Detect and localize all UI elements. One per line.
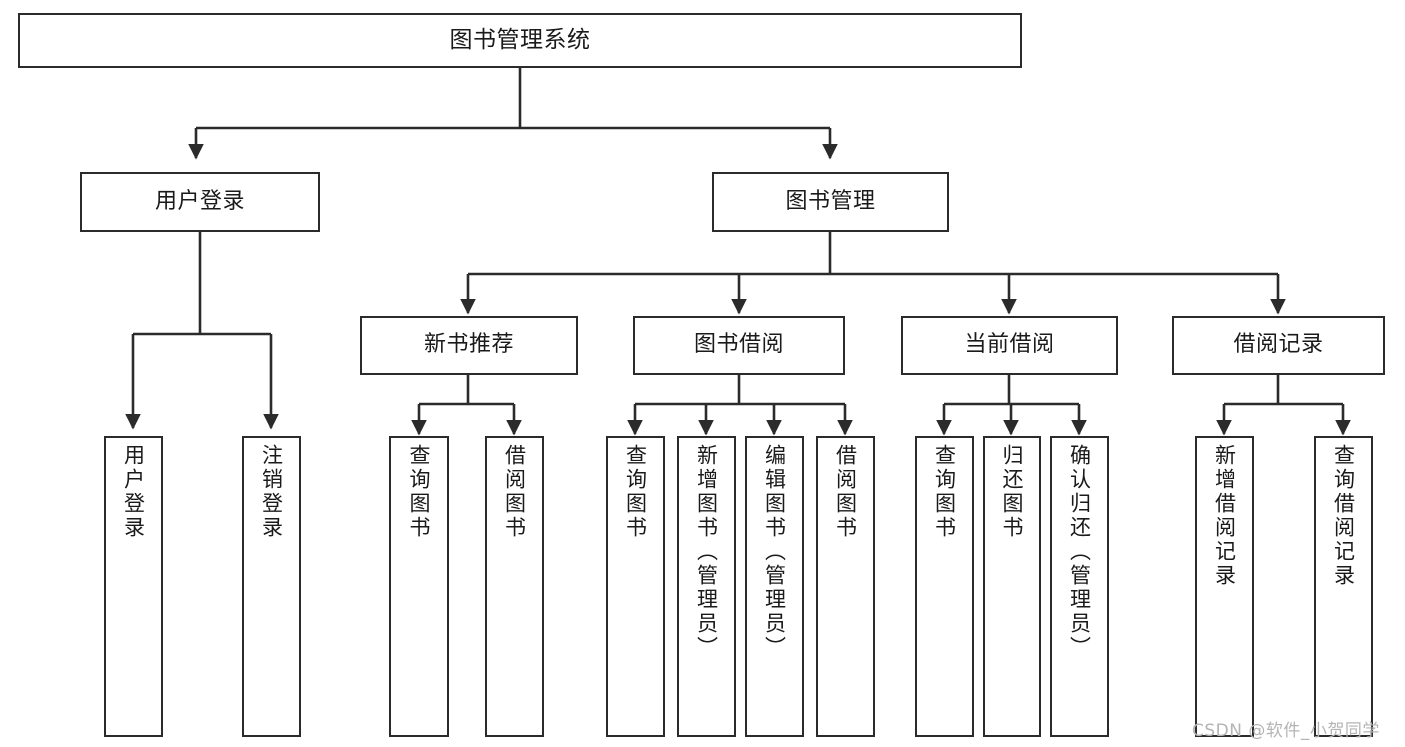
node-leaf-query-book-recommend[interactable]: 查询图书: [389, 436, 449, 737]
node-label: 新增借阅记录: [1212, 444, 1237, 588]
node-label: 查询图书: [623, 444, 648, 540]
node-leaf-user-logout[interactable]: 注销登录: [242, 436, 301, 737]
node-borrow-record[interactable]: 借阅记录: [1172, 316, 1385, 375]
node-label: 新增图书（管理员）: [694, 444, 719, 660]
node-book-borrow[interactable]: 图书借阅: [633, 316, 845, 375]
node-leaf-add-borrow-record[interactable]: 新增借阅记录: [1195, 436, 1254, 737]
node-label: 新书推荐: [423, 332, 514, 358]
node-label: 确认归还（管理员）: [1067, 444, 1092, 660]
node-leaf-query-borrow-record[interactable]: 查询借阅记录: [1314, 436, 1373, 737]
node-user-login[interactable]: 用户登录: [80, 172, 320, 232]
node-current-borrow[interactable]: 当前借阅: [901, 316, 1118, 375]
node-label: 编辑图书（管理员）: [762, 444, 787, 660]
node-leaf-confirm-return-admin[interactable]: 确认归还（管理员）: [1050, 436, 1109, 737]
csdn-watermark: CSDN @软件_小贺同学: [1192, 721, 1380, 741]
node-book-management[interactable]: 图书管理: [712, 172, 949, 232]
node-label: 查询图书: [932, 444, 957, 540]
node-label: 查询借阅记录: [1331, 444, 1356, 588]
node-label: 用户登录: [154, 188, 245, 214]
node-leaf-query-book-borrow[interactable]: 查询图书: [606, 436, 665, 737]
node-label: 借阅图书: [502, 444, 527, 540]
node-label: 图书管理系统: [449, 26, 591, 53]
node-new-book-recommend[interactable]: 新书推荐: [360, 316, 578, 375]
node-leaf-user-login[interactable]: 用户登录: [104, 436, 163, 737]
node-label: 归还图书: [1000, 444, 1025, 540]
node-leaf-borrow-book[interactable]: 借阅图书: [816, 436, 875, 737]
node-leaf-borrow-book-recommend[interactable]: 借阅图书: [485, 436, 544, 737]
node-label: 用户登录: [121, 444, 146, 540]
node-leaf-return-book[interactable]: 归还图书: [983, 436, 1041, 737]
node-label: 借阅记录: [1233, 332, 1324, 358]
node-label: 借阅图书: [833, 444, 858, 540]
node-label: 注销登录: [259, 444, 284, 540]
node-label: 当前借阅: [964, 332, 1055, 358]
node-label: 查询图书: [407, 444, 432, 540]
node-leaf-add-book-admin[interactable]: 新增图书（管理员）: [677, 436, 736, 737]
node-label: 图书管理: [785, 188, 876, 214]
node-leaf-query-book-current[interactable]: 查询图书: [915, 436, 974, 737]
node-leaf-edit-book-admin[interactable]: 编辑图书（管理员）: [745, 436, 804, 737]
node-label: 图书借阅: [693, 332, 784, 358]
node-root-book-management-system[interactable]: 图书管理系统: [18, 13, 1022, 68]
